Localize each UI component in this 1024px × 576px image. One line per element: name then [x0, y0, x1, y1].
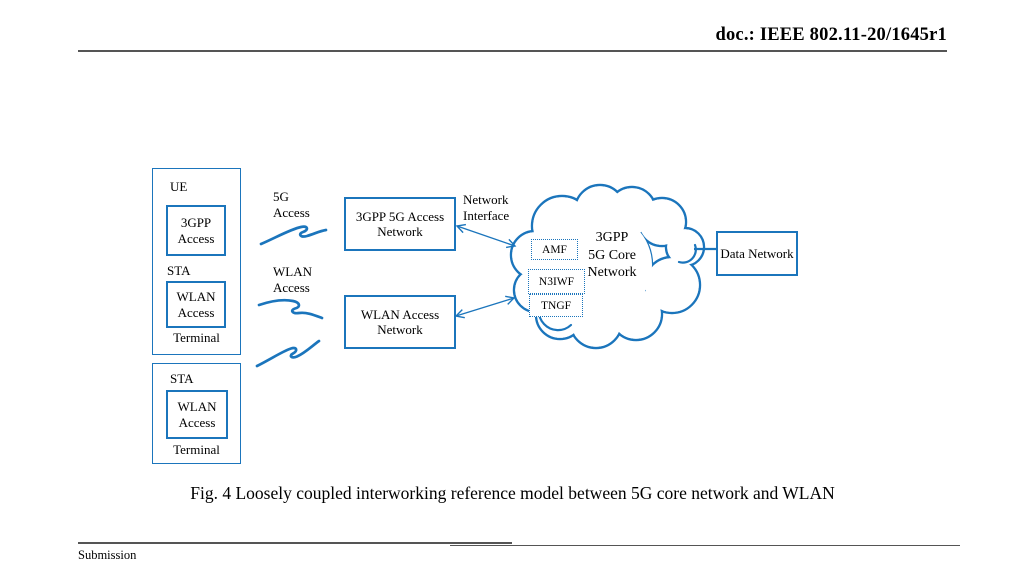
ue-wlan-access-box: WLAN Access: [166, 281, 226, 328]
header-rule: [78, 49, 947, 52]
doc-id-header: doc.: IEEE 802.11-20/1645r1: [715, 25, 947, 45]
link-label-5g-access: 5G Access: [273, 189, 310, 220]
n3iwf-box: N3IWF: [528, 269, 585, 294]
ue-3gpp-access-box: 3GPP Access: [166, 205, 226, 256]
submission-label: Submission: [78, 548, 137, 562]
ue-device-box: UE 3GPP Access STA WLAN Access Terminal: [152, 168, 241, 355]
ue-sta-label: STA: [167, 263, 191, 278]
wireless-squiggle-icon-wlan-lower: [255, 339, 321, 368]
ue-title: UE: [170, 179, 188, 194]
wlan-access-network-box: WLAN Access Network: [344, 295, 456, 349]
network-interface-arrow-top: [455, 223, 517, 249]
footer-rule-right: [450, 544, 960, 547]
network-interface-arrow-bottom: [454, 295, 516, 319]
sta-title: STA: [170, 371, 194, 386]
core-network-title: 3GPP 5G Core Network: [587, 230, 637, 280]
footer-rule-left: [78, 542, 512, 544]
ue-terminal-label: Terminal: [173, 330, 220, 345]
cloud-curl-right: [677, 243, 697, 264]
tngf-box: TNGF: [529, 294, 583, 317]
sta-wlan-access-box: WLAN Access: [166, 390, 228, 439]
sta-terminal-label: Terminal: [173, 442, 220, 457]
wireless-squiggle-icon-5g: [259, 225, 328, 246]
gpp-5g-access-network-box: 3GPP 5G Access Network: [344, 197, 456, 251]
data-network-box: Data Network: [716, 231, 798, 276]
amf-box: AMF: [531, 239, 578, 260]
wireless-squiggle-icon-wlan-upper: [257, 298, 324, 320]
link-label-network-interface: Network Interface: [463, 192, 510, 223]
sta-device-box: STA WLAN Access Terminal: [152, 363, 241, 464]
link-label-wlan-access: WLAN Access: [273, 264, 312, 295]
figure-caption: Fig. 4 Loosely coupled interworking refe…: [190, 483, 835, 503]
